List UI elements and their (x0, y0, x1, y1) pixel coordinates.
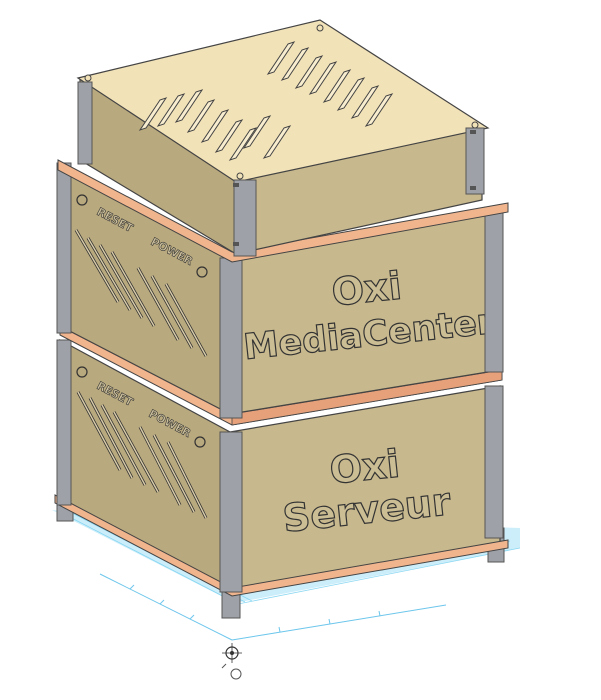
lid-vent-slots (138, 41, 394, 161)
box-serveur[interactable]: RESET POWER Oxi Serveur (54, 338, 509, 597)
reset-hole (76, 194, 88, 206)
label-oxi-lower: Oxi (328, 442, 402, 493)
power-hole (196, 266, 208, 278)
grid-ticks (129, 584, 381, 633)
grid-edge-right (231, 604, 447, 641)
origin-marker-icon[interactable] (221, 643, 242, 680)
reset-hole (76, 366, 88, 378)
top-case[interactable] (76, 19, 490, 257)
box-mediacenter[interactable]: RESET POWER Oxi MediaCenter (56, 159, 509, 419)
grid-edge-left (99, 573, 233, 641)
power-hole (194, 436, 206, 448)
lid-top (76, 19, 490, 183)
label-oxi-upper: Oxi (330, 264, 404, 315)
lid-screw-holes (84, 24, 479, 180)
